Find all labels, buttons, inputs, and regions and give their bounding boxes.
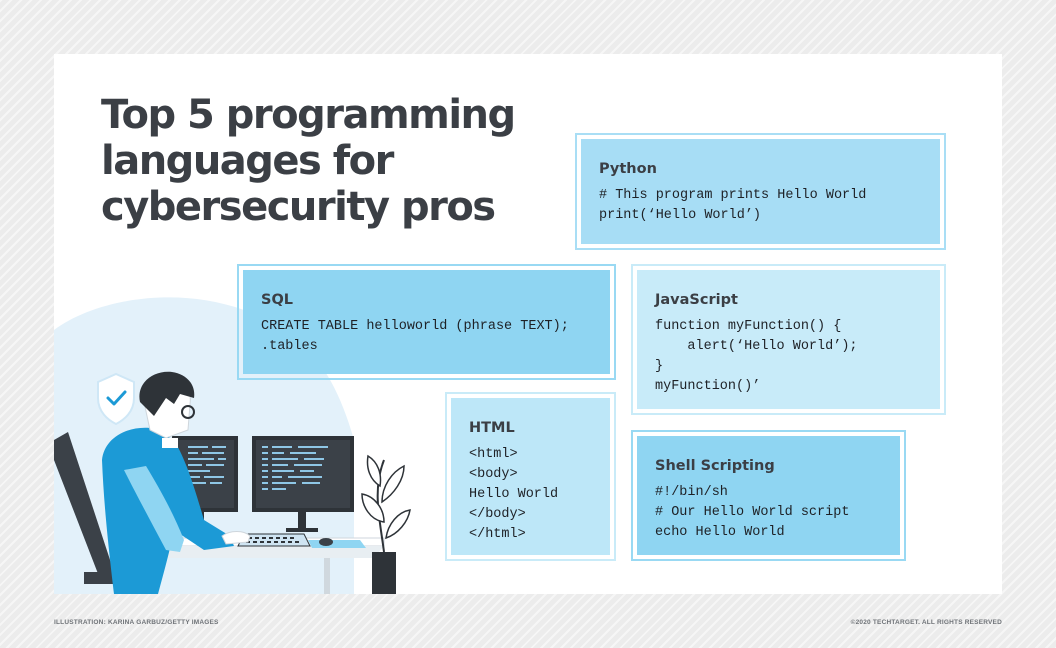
monitor-icon: [172, 436, 238, 530]
card-title: SQL: [261, 292, 294, 308]
card-title: JavaScript: [655, 292, 738, 308]
card-python: Python # This program prints Hello World…: [575, 133, 946, 250]
card-shell-scripting: Shell Scripting #!/bin/sh # Our Hello Wo…: [631, 430, 906, 561]
illustration-credit: ILLUSTRATION: KARINA GARBUZ/GETTY IMAGES: [54, 619, 219, 626]
plant-icon: [361, 454, 411, 594]
code-snippet: CREATE TABLE helloworld (phrase TEXT); .…: [261, 319, 569, 354]
card-html: HTML <html> <body> Hello World </body> <…: [445, 392, 616, 561]
title-line: languages for: [101, 138, 394, 184]
code-snippet: function myFunction() { alert(‘Hello Wor…: [655, 319, 858, 394]
hair: [139, 371, 195, 416]
code-snippet: # This program prints Hello World print(…: [599, 188, 867, 223]
shield-check-icon: [97, 372, 135, 426]
card-title: Shell Scripting: [655, 458, 775, 474]
chair: [54, 432, 114, 584]
code-snippet: #!/bin/sh # Our Hello World script echo …: [655, 485, 850, 540]
card-sql: SQL CREATE TABLE helloworld (phrase TEXT…: [237, 264, 616, 380]
title-line: cybersecurity pros: [101, 184, 496, 230]
copyright-notice: ©2020 TECHTARGET. ALL RIGHTS RESERVED: [850, 619, 1002, 626]
code-snippet: <html> <body> Hello World </body> </html…: [469, 447, 559, 542]
title-line: Top 5 programming: [101, 92, 516, 138]
card-javascript: JavaScript function myFunction() { alert…: [631, 264, 946, 415]
card-title: Python: [599, 161, 657, 177]
mouse-icon: [308, 538, 366, 548]
monitor-icon: [252, 436, 354, 532]
card-title: HTML: [469, 420, 515, 436]
page-title: Top 5 programming languages for cybersec…: [101, 92, 521, 230]
